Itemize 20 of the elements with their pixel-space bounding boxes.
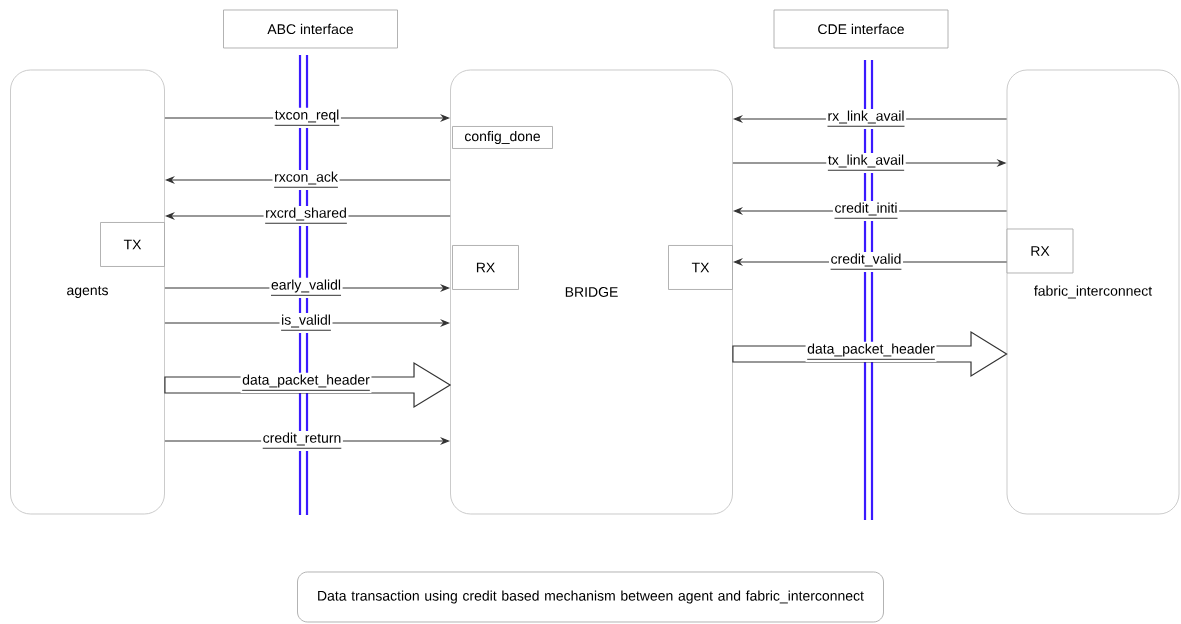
- port-box: config_done: [452, 126, 553, 149]
- edge-label: rxcon_ack: [272, 169, 340, 191]
- edge-label: early_validl: [269, 277, 343, 299]
- edge-label: rx_link_avail: [825, 108, 907, 130]
- edge-label: data_packet_header: [240, 372, 372, 394]
- edge-label: tx_link_avail: [826, 152, 906, 174]
- edge-label: rxcrd_shared: [263, 205, 349, 227]
- edge-label: credit_return: [261, 430, 343, 452]
- edge-label: txcon_reql: [273, 107, 341, 129]
- port-box: CDE interface: [773, 9, 949, 49]
- port-box: ABC interface: [223, 9, 398, 49]
- port-box: TX: [100, 222, 165, 267]
- port-box: RX: [1006, 228, 1074, 274]
- edge-label: is_validl: [279, 312, 333, 334]
- caption: Data transaction using credit based mechanism between agent and fabric_interconnect: [297, 571, 884, 623]
- edge-label: data_packet_header: [805, 341, 937, 363]
- edge-label: credit_valid: [829, 251, 903, 273]
- port-box: TX: [668, 245, 733, 290]
- port-box: RX: [452, 245, 519, 290]
- edge-label: credit_initi: [832, 200, 900, 222]
